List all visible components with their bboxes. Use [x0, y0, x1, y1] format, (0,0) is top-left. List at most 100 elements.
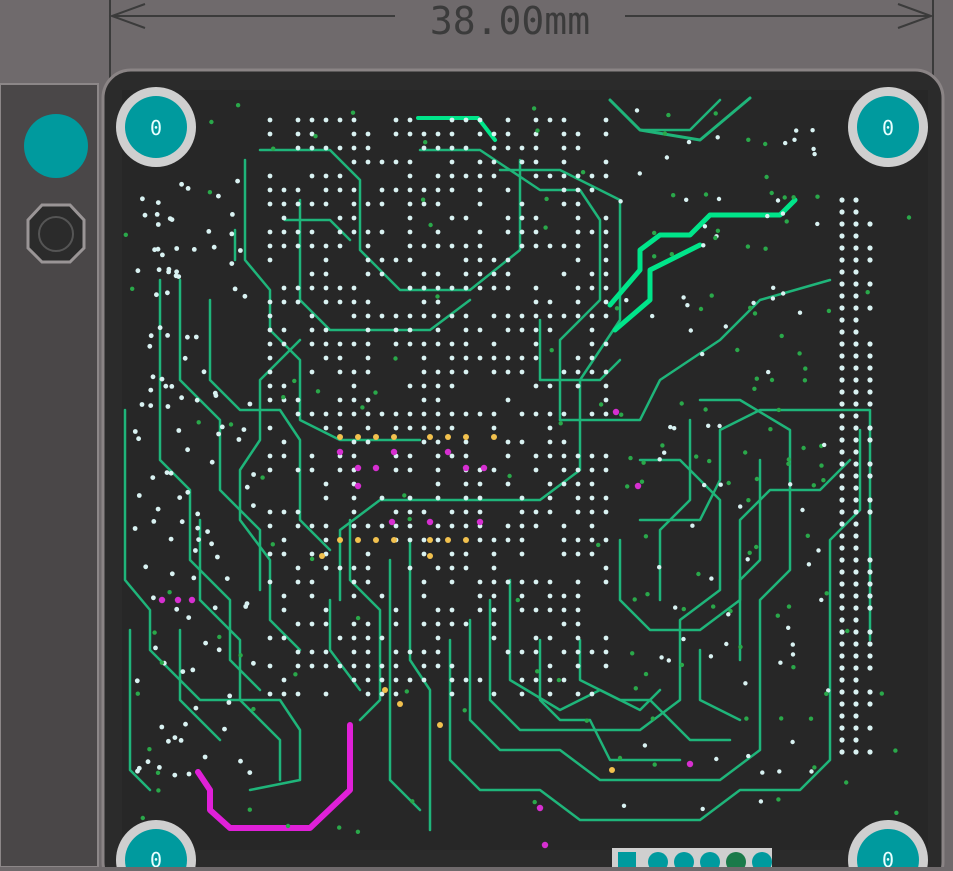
via: [293, 672, 298, 677]
via: [295, 145, 301, 151]
via: [267, 523, 273, 529]
via-selected: [536, 804, 544, 812]
via: [407, 677, 413, 683]
via: [867, 605, 873, 611]
connector-pad[interactable]: [752, 852, 772, 871]
via: [449, 285, 455, 291]
via: [867, 629, 873, 635]
via: [519, 509, 525, 515]
via: [867, 437, 873, 443]
via: [519, 411, 525, 417]
via: [185, 334, 190, 340]
via: [547, 663, 553, 669]
via: [839, 329, 845, 335]
via: [267, 663, 273, 669]
teal-pad[interactable]: [24, 114, 88, 178]
via: [435, 285, 441, 291]
via: [806, 562, 812, 567]
via: [726, 480, 731, 486]
via: [421, 271, 427, 277]
via: [295, 411, 301, 417]
via: [134, 678, 140, 684]
via: [839, 317, 845, 323]
via: [323, 565, 329, 571]
via: [205, 529, 211, 534]
connector-pad[interactable]: [700, 852, 720, 871]
via: [519, 579, 525, 585]
via: [337, 341, 343, 347]
via: [323, 117, 329, 123]
via: [211, 244, 217, 250]
via: [690, 523, 695, 528]
via: [155, 506, 161, 512]
via: [174, 606, 180, 612]
via: [295, 509, 301, 515]
via: [575, 173, 581, 179]
mounting-hole-top-left[interactable]: 0: [116, 87, 196, 167]
via: [603, 495, 609, 501]
mounting-hole-bottom-left[interactable]: 0: [116, 820, 196, 871]
via: [477, 327, 483, 333]
via: [435, 327, 441, 333]
via: [839, 449, 845, 455]
via: [561, 173, 567, 179]
via: [533, 145, 539, 151]
via: [463, 285, 469, 291]
via: [853, 461, 859, 467]
via: [295, 117, 301, 123]
via: [169, 217, 175, 223]
mounting-hole-top-right[interactable]: 0: [848, 87, 928, 167]
via: [281, 243, 287, 249]
via: [853, 617, 859, 623]
via: [148, 333, 154, 339]
via-gold: [427, 537, 433, 543]
via: [421, 411, 427, 417]
mounting-hole-bottom-right[interactable]: 0: [848, 820, 928, 871]
via: [603, 537, 609, 543]
via: [155, 200, 161, 206]
via: [169, 384, 175, 389]
via: [477, 159, 483, 165]
via: [703, 192, 709, 197]
via: [247, 807, 252, 812]
via: [393, 257, 399, 263]
via-gold: [337, 537, 343, 543]
via: [853, 701, 859, 707]
via: [826, 308, 832, 314]
via: [267, 509, 273, 515]
via: [295, 663, 301, 669]
via: [449, 509, 455, 515]
connector-pad[interactable]: [648, 852, 668, 871]
via: [853, 245, 859, 251]
dimension-annotation: [109, 0, 934, 78]
via: [309, 117, 315, 123]
via: [728, 608, 733, 614]
via: [151, 595, 156, 601]
via: [853, 605, 859, 611]
via: [853, 581, 859, 587]
via: [421, 355, 427, 361]
via: [589, 271, 595, 277]
header-connector[interactable]: [612, 848, 772, 871]
connector-pad-square[interactable]: [618, 852, 636, 870]
connector-pad[interactable]: [726, 852, 746, 871]
via: [393, 341, 399, 347]
via: [420, 197, 426, 202]
via: [672, 426, 677, 431]
via: [449, 243, 455, 249]
via: [226, 700, 232, 705]
via: [407, 313, 413, 319]
via: [764, 174, 769, 180]
via: [351, 369, 357, 375]
via: [393, 621, 399, 627]
via: [407, 187, 413, 193]
via: [853, 365, 859, 371]
via: [195, 511, 201, 517]
connector-pad[interactable]: [674, 852, 694, 871]
adjacent-board[interactable]: [0, 83, 99, 868]
via: [685, 303, 690, 308]
via: [853, 473, 859, 479]
via: [351, 159, 357, 165]
